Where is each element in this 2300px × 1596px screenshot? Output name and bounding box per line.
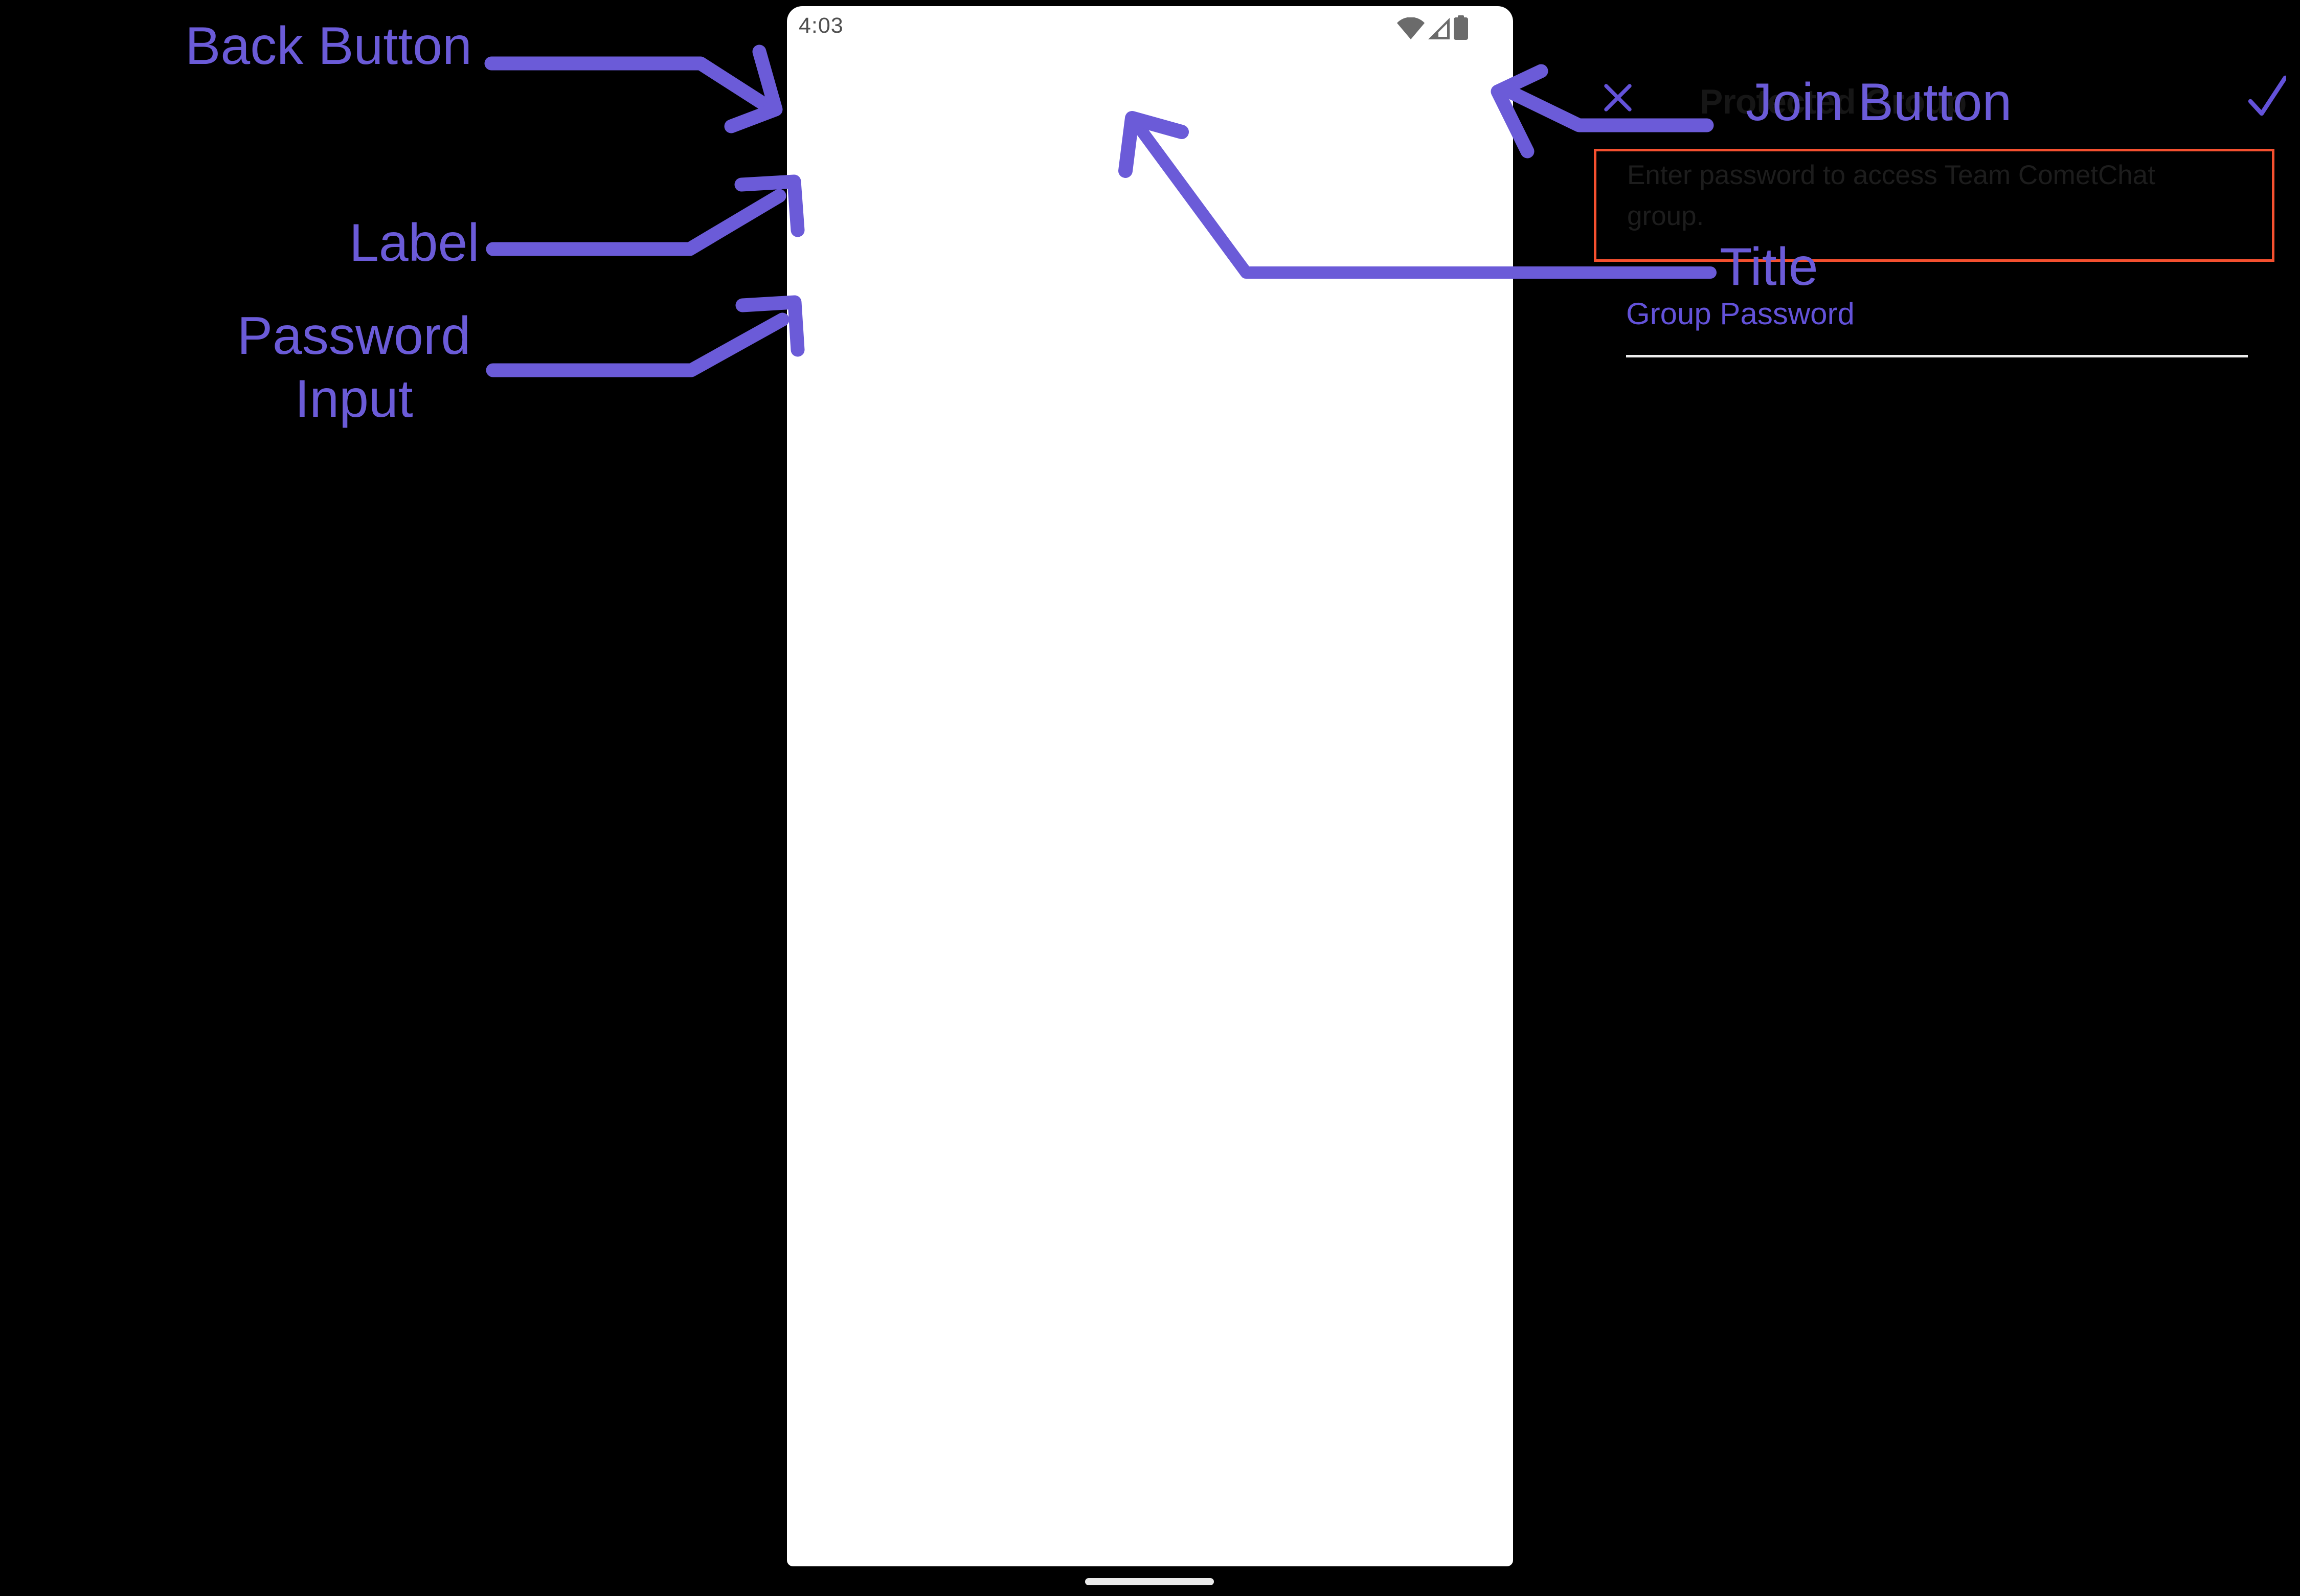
annotation-back-button: Back Button bbox=[185, 16, 472, 76]
home-indicator[interactable] bbox=[1085, 1578, 1214, 1585]
password-input-arrow bbox=[486, 295, 805, 377]
checkmark-icon bbox=[2241, 75, 2288, 122]
phone-screen: 4:03 bbox=[787, 6, 2288, 1566]
annotation-title: Title bbox=[1720, 237, 1818, 297]
input-underline bbox=[1626, 355, 2248, 357]
label-arrow bbox=[486, 174, 805, 256]
status-bar: 4:03 bbox=[787, 6, 1513, 47]
close-x-icon bbox=[1602, 83, 1634, 115]
status-icons bbox=[1396, 15, 1469, 40]
cellular-signal-icon bbox=[1428, 17, 1450, 40]
group-password-input[interactable]: Group Password bbox=[1626, 293, 2248, 364]
back-button[interactable] bbox=[1597, 78, 1638, 119]
page-title: Protected Group bbox=[1700, 82, 1967, 121]
annotation-password-input: Password Input bbox=[237, 306, 471, 429]
wifi-icon bbox=[1396, 17, 1425, 40]
annotation-label: Label bbox=[349, 213, 480, 273]
description-highlight-box: Enter password to access Team CometChat … bbox=[1594, 149, 2274, 262]
group-password-label: Group Password bbox=[1626, 297, 1855, 331]
status-time: 4:03 bbox=[799, 13, 844, 38]
description-label: Enter password to access Team CometChat … bbox=[1627, 160, 2155, 231]
back-button-arrow bbox=[484, 44, 783, 133]
join-button[interactable] bbox=[2237, 72, 2290, 125]
battery-icon bbox=[1453, 15, 1469, 40]
annotation-join-button: Join Button bbox=[1746, 73, 2012, 132]
